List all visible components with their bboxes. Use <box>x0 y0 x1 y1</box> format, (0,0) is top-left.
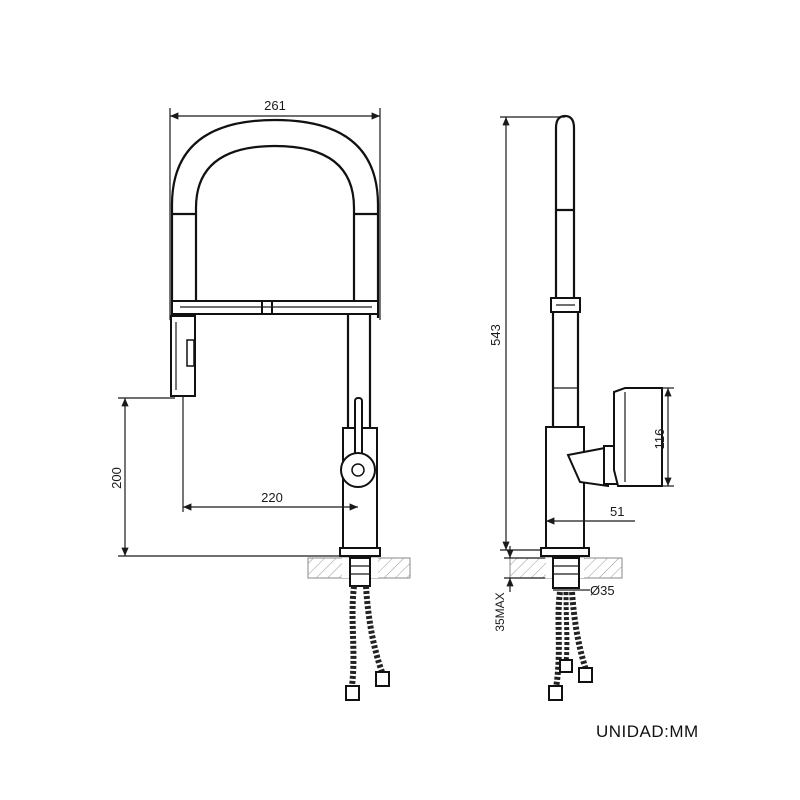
height-dim-label: 200 <box>109 467 124 489</box>
side-hoses <box>548 591 593 701</box>
side-body <box>540 387 663 557</box>
reach-dimension: 220 <box>182 400 358 512</box>
holder-bar <box>171 300 379 315</box>
spray-head <box>170 315 196 400</box>
side-shank: Ø35 <box>552 557 615 598</box>
handle-height-label: 116 <box>652 429 667 450</box>
deck-thickness-dimension: 35MAX <box>493 546 545 632</box>
front-hoses <box>345 557 390 701</box>
reach-dim-label: 220 <box>261 490 283 505</box>
total-height-label: 543 <box>488 324 503 346</box>
width-dimension: 261 <box>169 98 381 320</box>
hole-dim-label: Ø35 <box>590 583 615 598</box>
side-view: 543 116 <box>488 114 674 701</box>
height-dimension: 200 <box>109 397 340 557</box>
deck-dim-label: 35MAX <box>493 592 507 631</box>
side-spout <box>550 114 581 428</box>
arched-spout <box>170 118 380 318</box>
handle-height-dimension: 116 <box>652 387 674 487</box>
lever-handle <box>340 397 376 488</box>
base-dim-label: 51 <box>610 504 624 519</box>
base-dimension: 51 <box>546 504 635 530</box>
unit-label: UNIDAD:MM <box>596 722 699 741</box>
front-view: 261 <box>109 98 411 701</box>
width-dim-label: 261 <box>264 98 286 113</box>
